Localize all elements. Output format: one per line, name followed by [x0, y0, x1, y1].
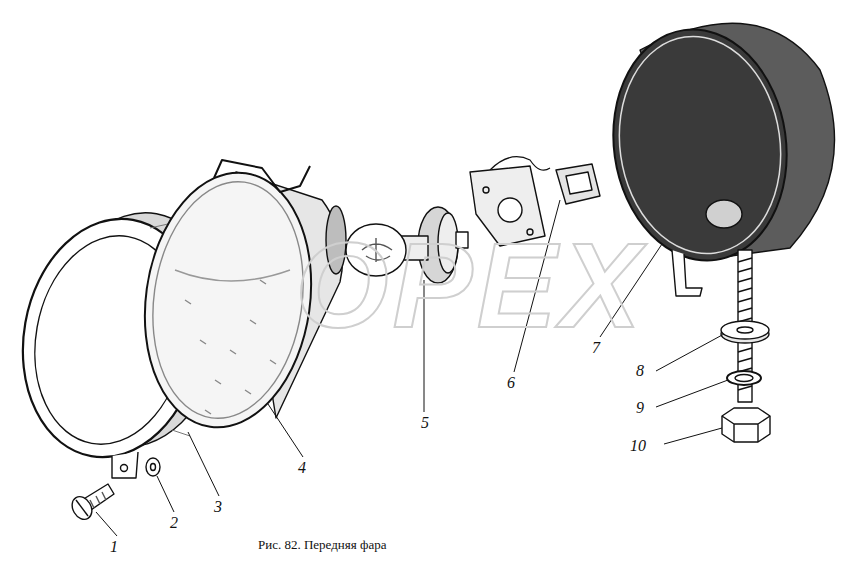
callout-number: 1 — [108, 538, 120, 556]
callout-number: 4 — [296, 459, 308, 477]
callout-number: 2 — [168, 514, 180, 532]
callout-number: 6 — [505, 374, 517, 392]
watermark: OPEX — [295, 225, 644, 345]
figure-caption: Рис. 82. Передняя фара — [258, 538, 386, 552]
callout-number: 5 — [419, 414, 431, 432]
screw — [68, 458, 160, 523]
callout-number: 9 — [634, 399, 646, 417]
callout-number: 10 — [628, 437, 648, 455]
callout-number: 3 — [212, 498, 224, 516]
fasteners — [721, 321, 770, 442]
callout-number: 8 — [634, 362, 646, 380]
leader-lines — [96, 200, 728, 536]
